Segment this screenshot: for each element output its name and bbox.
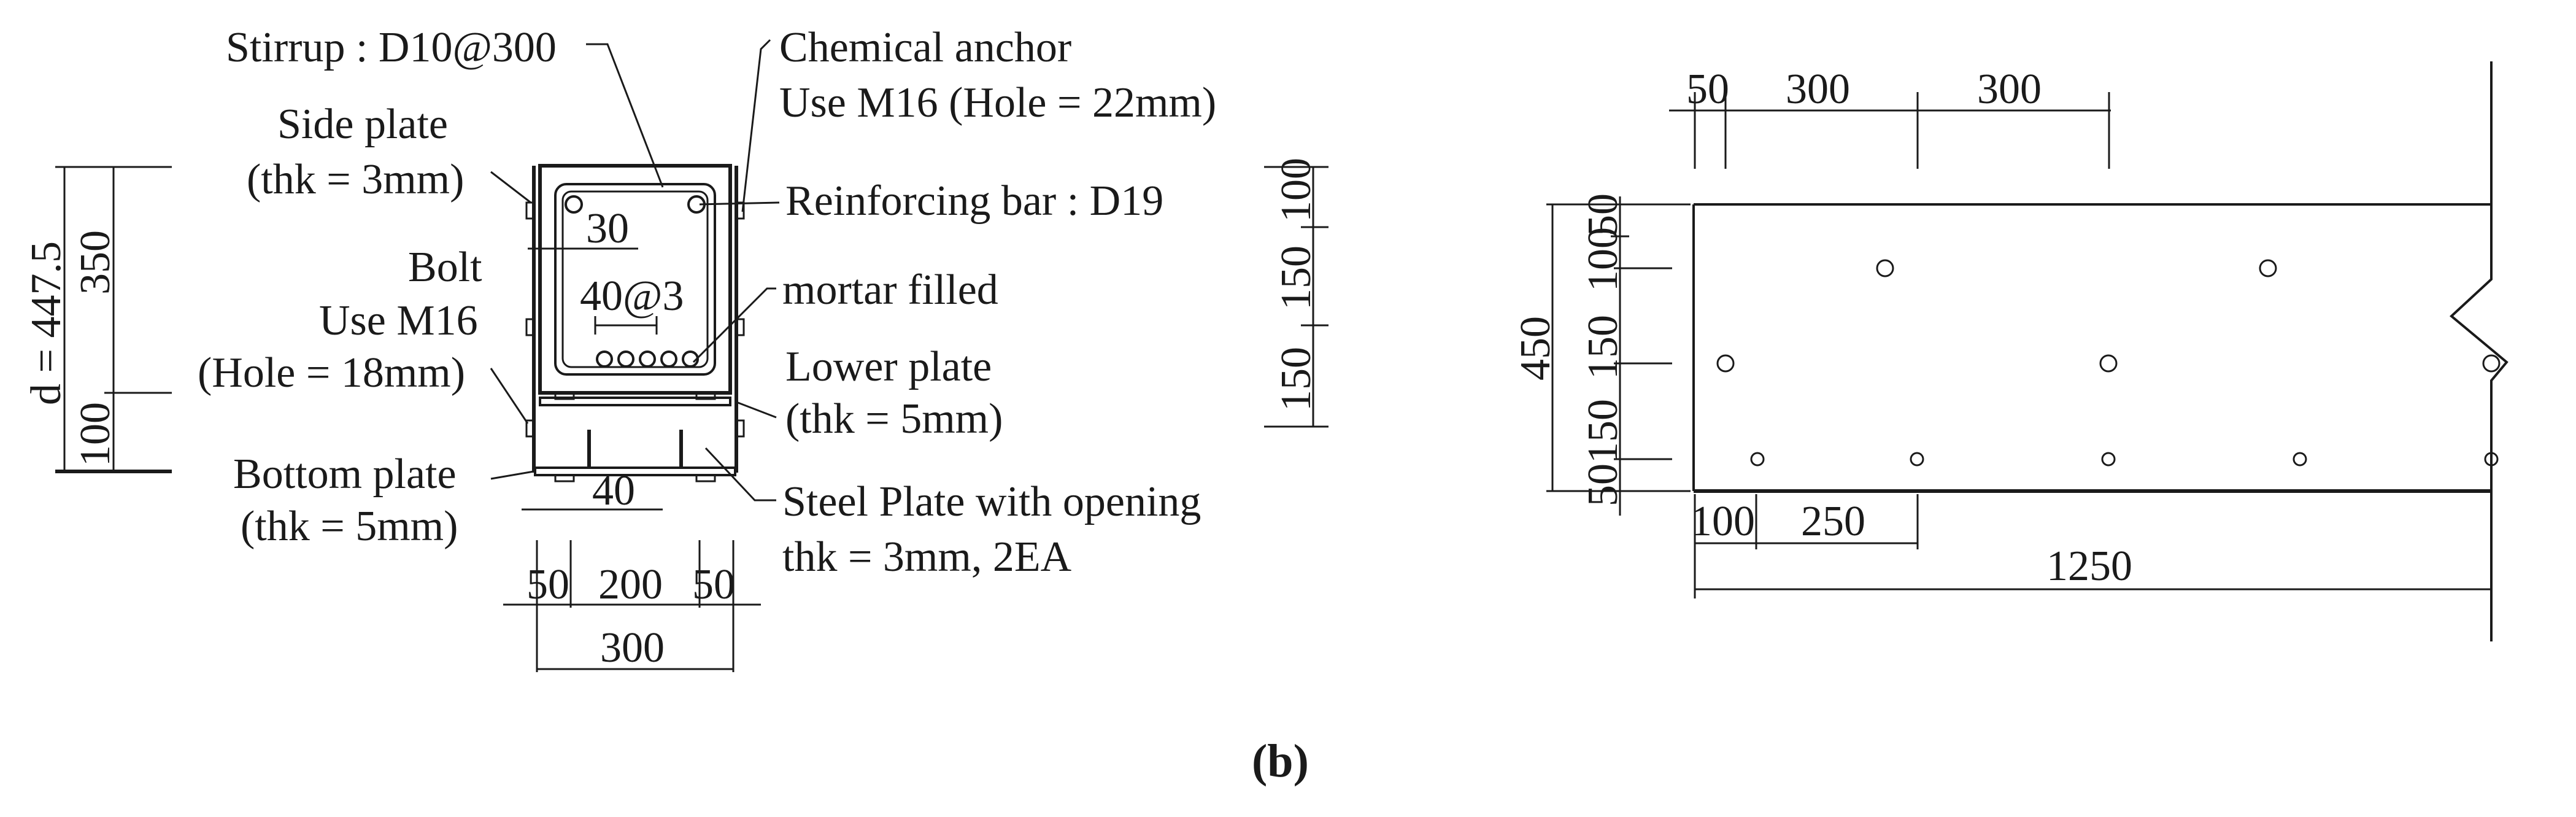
left-dim-50b: 50 [1579, 463, 1627, 506]
dim-depth: d = 447.5 [23, 241, 70, 405]
top-dim-2: 300 [1786, 66, 1850, 113]
label-steel-plate-1: Steel Plate with opening [782, 478, 1201, 525]
bottom-bar-2 [617, 350, 634, 368]
bolt-hole-upper-1 [1876, 259, 1894, 277]
bolt-hole-upper-2 [2259, 259, 2277, 277]
side-bolt-4 [735, 318, 745, 336]
cross-section: Stirrup : D10@300 Side plate (thk = 3mm)… [23, 24, 1328, 672]
dim-r150a: 150 [1273, 246, 1320, 310]
label-lower-plate-1: Lower plate [785, 343, 992, 390]
label-bottom-plate-2: (thk = 5mm) [241, 503, 458, 550]
dim-w50a: 50 [526, 561, 569, 608]
leader-side-plate [490, 171, 531, 204]
dim-spacing: 40@3 [580, 273, 684, 320]
label-steel-plate-2: thk = 3mm, 2EA [782, 533, 1072, 581]
bottom-dim-100: 100 [1691, 498, 1755, 545]
bolt-hole-middle-2 [2099, 354, 2118, 373]
anchor-head-2 [695, 392, 716, 400]
label-side-plate-1: Side plate [277, 101, 448, 148]
stirrup [554, 183, 716, 376]
bottom-plate [534, 467, 736, 476]
leader-steel-plate [704, 447, 776, 501]
top-dim-1: 50 [1686, 66, 1729, 113]
bolt-hole-lower-4 [2293, 452, 2307, 467]
bolt-hole-lower-1 [1750, 452, 1765, 467]
bottom-bar-4 [660, 350, 677, 368]
dim-w200: 200 [598, 561, 663, 608]
bolt-hole-middle-3 [2482, 354, 2501, 373]
bolt-hole-middle-1 [1716, 354, 1735, 373]
label-lower-plate-2: (thk = 5mm) [785, 395, 1003, 443]
bottom-bar-3 [639, 350, 656, 368]
bolt-holes [1716, 259, 2501, 467]
bolt-hole-lower-3 [2101, 452, 2116, 467]
leader-stirrup [586, 43, 664, 188]
label-rebar: Reinforcing bar : D19 [785, 177, 1163, 225]
leader-bottom-plate [490, 470, 534, 480]
label-bolt-1: Bolt [408, 244, 482, 291]
break-line [2449, 61, 2509, 641]
dim-100: 100 [72, 402, 119, 467]
label-bolt-3: (Hole = 18mm) [198, 349, 465, 397]
label-stirrup: Stirrup : D10@300 [226, 24, 557, 71]
anchor-head-4 [695, 474, 716, 482]
top-bar-left [565, 195, 583, 214]
beam-outline [538, 164, 732, 395]
bolt-hole-lower-5 [2484, 452, 2499, 467]
label-side-plate-2: (thk = 3mm) [247, 156, 464, 203]
dim-350: 350 [72, 230, 119, 295]
dim-r100: 100 [1273, 158, 1320, 222]
left-dim-450: 450 [1512, 316, 1559, 381]
lower-plate [539, 397, 731, 406]
bottom-dim-250: 250 [1801, 498, 1865, 545]
side-bolt-5 [525, 419, 535, 438]
left-dim-150a: 150 [1579, 315, 1627, 379]
elevation-view: 50 300 300 450 50 100 150 150 50 100 250… [1512, 61, 2509, 641]
label-mortar: mortar filled [782, 266, 998, 314]
leader-lower-plate [736, 401, 777, 419]
bottom-dim-1250: 1250 [2046, 543, 2132, 590]
label-bolt-2: Use M16 [319, 297, 478, 344]
dim-cover: 30 [586, 205, 629, 252]
figure-caption: (b) [1252, 735, 1309, 787]
dim-r150b: 150 [1273, 347, 1320, 411]
side-bolt-3 [525, 318, 535, 336]
dim-w50b: 50 [692, 561, 735, 608]
leader-mortar [692, 287, 776, 363]
label-anchor-2: Use M16 (Hole = 22mm) [779, 79, 1216, 126]
stirrup-inner [561, 190, 709, 368]
leader-anchor [741, 39, 771, 212]
dim-w300: 300 [600, 624, 665, 672]
dim-plate40: 40 [592, 467, 635, 514]
anchor-head-3 [554, 474, 575, 482]
bolt-hole-lower-2 [1910, 452, 1924, 467]
leader-rebar [699, 201, 780, 206]
leader-bolt [490, 368, 529, 424]
anchor-head-1 [554, 392, 575, 400]
top-dim-3: 300 [1977, 66, 2042, 113]
left-dim-50a: 50 [1579, 193, 1627, 236]
left-dim-150b: 150 [1579, 399, 1627, 463]
bottom-bar-1 [596, 350, 613, 368]
label-anchor-1: Chemical anchor [779, 24, 1071, 71]
side-bolt-6 [735, 419, 745, 438]
label-bottom-plate-1: Bottom plate [233, 451, 457, 498]
left-dim-100: 100 [1579, 227, 1627, 292]
